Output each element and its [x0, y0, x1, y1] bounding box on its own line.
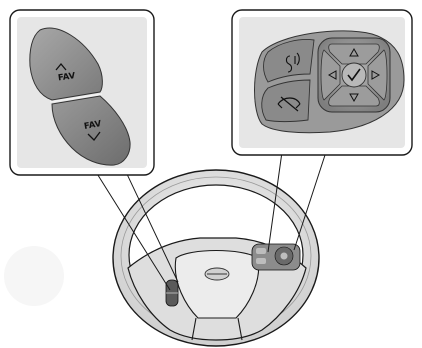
- nav-pad: [318, 38, 390, 112]
- right-spoke-controls: [252, 244, 300, 270]
- steering-wheel: [113, 170, 319, 346]
- phone-nav-controls-callout: [232, 10, 412, 155]
- select-button[interactable]: [342, 63, 366, 87]
- background-shadow: [4, 246, 64, 306]
- fav-buttons-callout: FAV FAV: [10, 10, 154, 175]
